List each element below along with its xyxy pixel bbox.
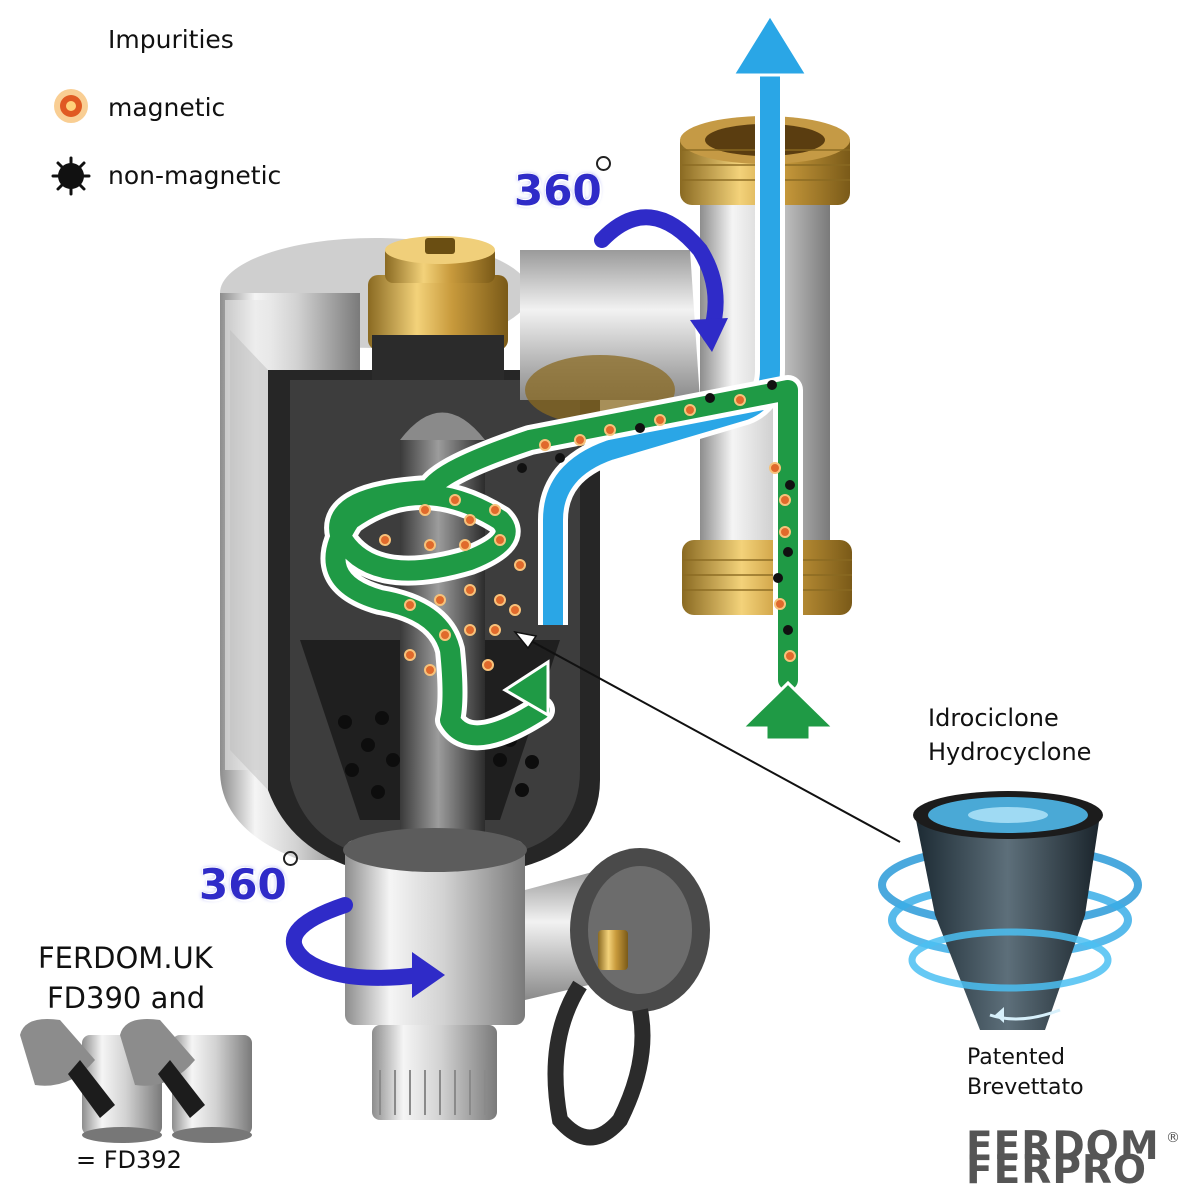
legend-title: Impurities	[108, 27, 234, 52]
rotation-label-top: 360	[514, 170, 602, 212]
product-line-2: FD390 and	[47, 984, 205, 1013]
product-line-1: FERDOM.UK	[38, 944, 213, 973]
degree-symbol-top	[596, 156, 611, 171]
hydrocyclone-illustration	[882, 791, 1138, 1030]
hydrocyclone-label-italian: Idrociclone	[928, 706, 1059, 730]
fd392-valve-pair	[20, 1019, 252, 1143]
top-vent-cap	[368, 236, 508, 380]
legend-magnetic-label: magnetic	[108, 95, 225, 120]
legend-non-magnetic-label: non-magnetic	[108, 163, 281, 188]
hydrocyclone-label-english: Hydrocyclone	[928, 740, 1091, 764]
product-line-3: = FD392	[76, 1148, 182, 1172]
patent-label-english: Patented	[967, 1047, 1065, 1069]
non-magnetic-particle-icon	[53, 158, 89, 194]
registered-mark: ®	[1166, 1130, 1180, 1146]
ferpro-logo: FERPRO	[966, 1151, 1147, 1190]
patent-label-italian: Brevettato	[967, 1077, 1084, 1099]
rotation-label-bottom: 360	[199, 864, 287, 906]
degree-symbol-bottom	[283, 851, 298, 866]
magnetic-particle-icon	[54, 89, 88, 123]
